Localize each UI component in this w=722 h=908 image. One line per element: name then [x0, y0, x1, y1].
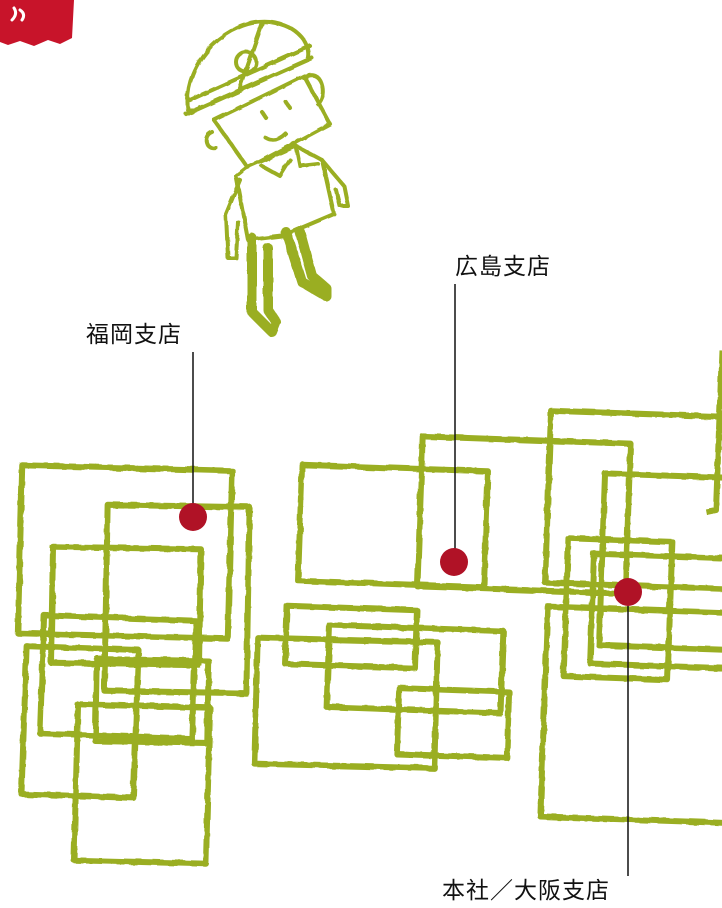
building-outline — [393, 685, 513, 761]
building-outline — [14, 462, 236, 642]
building-outline — [596, 470, 722, 654]
building-outlines — [14, 349, 722, 867]
construction-worker-mascot-icon — [184, 19, 350, 337]
leader-lines — [192, 284, 629, 876]
building-outline — [537, 603, 722, 827]
building-outline — [47, 543, 205, 669]
branch-markers — [179, 503, 642, 606]
building-outline — [101, 501, 253, 697]
building-outline — [323, 621, 507, 717]
building-outline — [295, 461, 491, 591]
branch-label-osaka: 本社／大阪支店 — [442, 878, 610, 904]
building-outline — [414, 433, 634, 597]
building-outline — [36, 612, 200, 742]
marker-osaka — [614, 578, 642, 606]
building-outline — [70, 701, 214, 867]
marker-fukuoka — [179, 503, 207, 531]
branch-label-hiroshima: 広島支店 — [455, 254, 551, 280]
building-outline — [251, 634, 441, 772]
red-ribbon-banner — [0, 0, 74, 46]
building-outline — [705, 349, 722, 515]
marker-hiroshima — [440, 548, 468, 576]
building-outline — [542, 407, 722, 593]
building-outline — [92, 656, 212, 746]
branch-label-fukuoka: 福岡支店 — [86, 322, 182, 348]
